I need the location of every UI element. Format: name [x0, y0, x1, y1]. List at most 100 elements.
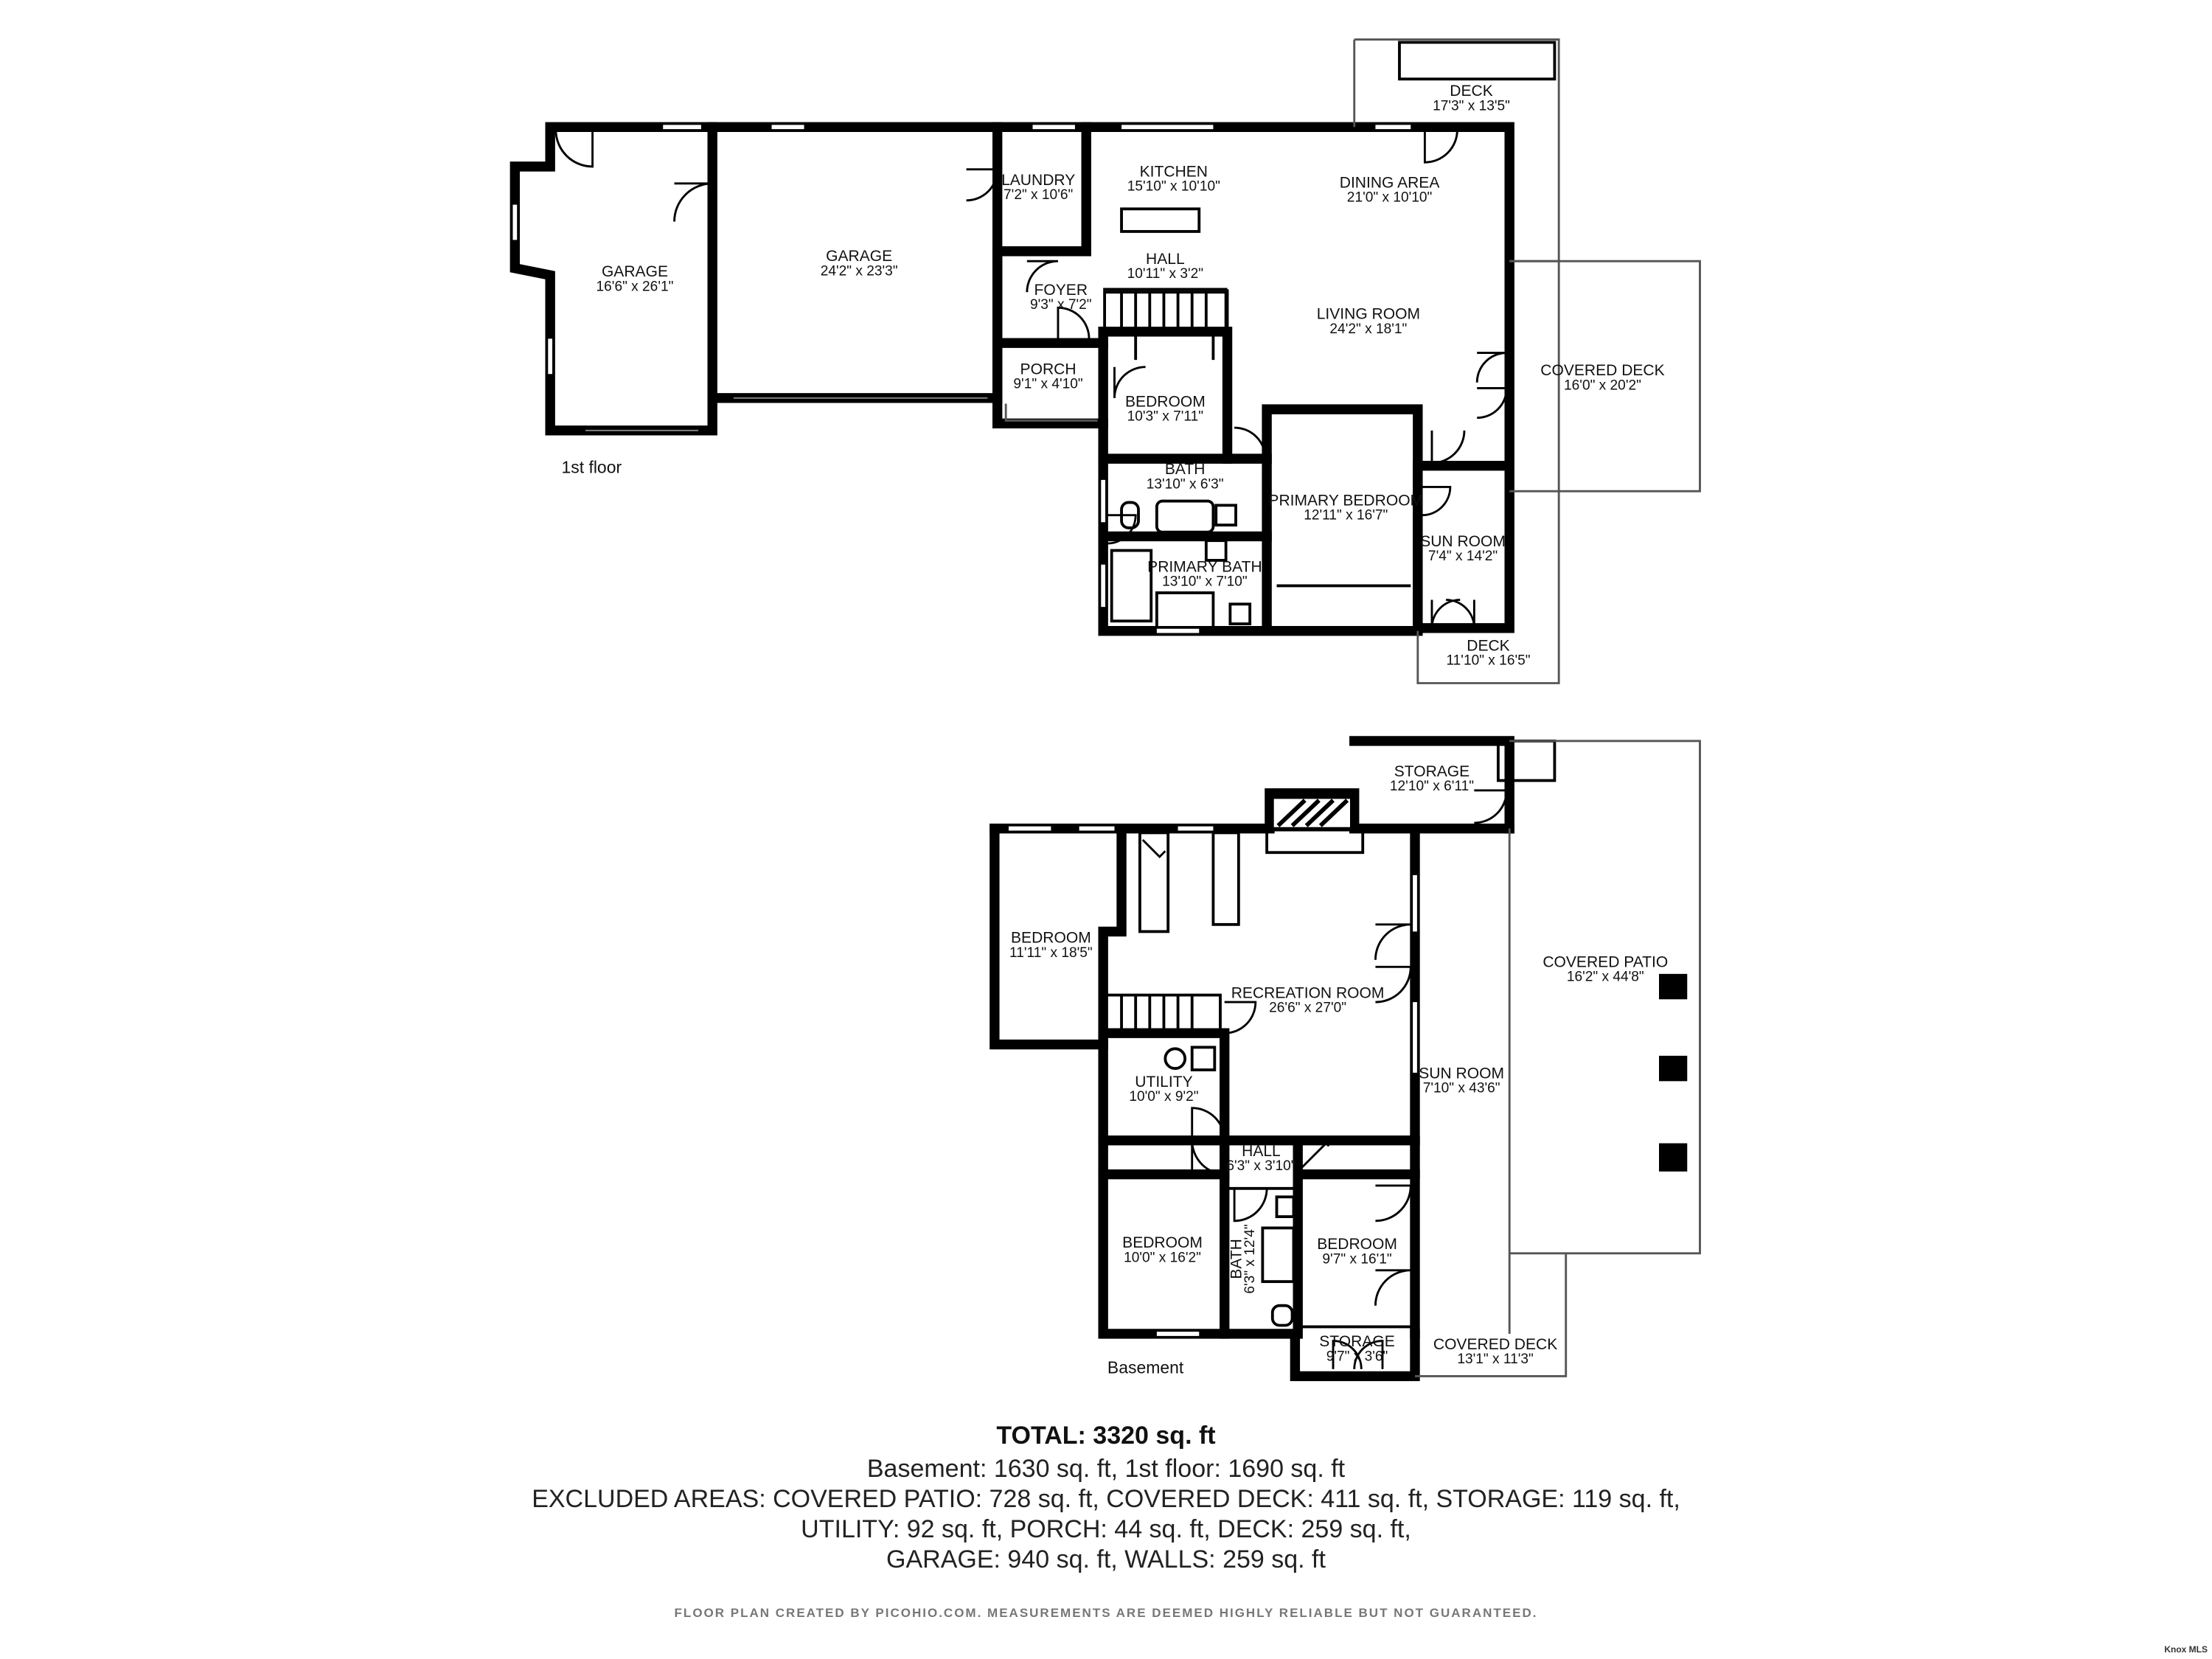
- svg-text:24'2" x 23'3": 24'2" x 23'3": [821, 263, 898, 279]
- summary-line-3: UTILITY: 92 sq. ft, PORCH: 44 sq. ft, DE…: [801, 1515, 1411, 1543]
- svg-text:12'11" x 16'7": 12'11" x 16'7": [1304, 507, 1388, 523]
- shower: [1261, 1226, 1295, 1284]
- watermark: Knox MLS: [2164, 1644, 2208, 1655]
- svg-text:13'1" x 11'3": 13'1" x 11'3": [1457, 1352, 1533, 1367]
- svg-text:BEDROOM: BEDROOM: [1317, 1236, 1397, 1253]
- svg-text:9'1" x 4'10": 9'1" x 4'10": [1013, 376, 1082, 392]
- svg-text:GARAGE: GARAGE: [602, 263, 668, 280]
- svg-text:COVERED DECK: COVERED DECK: [1540, 362, 1664, 379]
- first-floor-windows: [512, 125, 1411, 633]
- toilet: [1270, 1304, 1294, 1327]
- basement-windows: [1008, 826, 1417, 1336]
- svg-text:BEDROOM: BEDROOM: [1011, 930, 1091, 947]
- svg-text:GARAGE: GARAGE: [826, 248, 892, 265]
- svg-text:16'0" x 20'2": 16'0" x 20'2": [1564, 378, 1641, 393]
- svg-text:13'10" x 7'10": 13'10" x 7'10": [1162, 574, 1248, 589]
- svg-text:26'6" x 27'0": 26'6" x 27'0": [1269, 1001, 1346, 1016]
- svg-text:16'6" x 26'1": 16'6" x 26'1": [597, 279, 674, 294]
- svg-text:10'11" x 3'2": 10'11" x 3'2": [1127, 266, 1203, 282]
- svg-text:6'3" x 3'10": 6'3" x 3'10": [1226, 1158, 1295, 1174]
- svg-text:9'7" x 16'1": 9'7" x 16'1": [1322, 1251, 1391, 1267]
- utility-appliance: [1190, 1046, 1217, 1071]
- svg-text:16'2" x 44'8": 16'2" x 44'8": [1567, 969, 1644, 984]
- floor-label-first: 1st floor: [561, 457, 622, 476]
- svg-text:PRIMARY BEDROOM: PRIMARY BEDROOM: [1268, 492, 1423, 509]
- svg-text:SUN ROOM: SUN ROOM: [1420, 533, 1506, 550]
- svg-text:DECK: DECK: [1450, 83, 1492, 100]
- patio-columns: [1659, 973, 1688, 1172]
- svg-text:DINING AREA: DINING AREA: [1340, 175, 1440, 192]
- svg-text:LAUNDRY: LAUNDRY: [1001, 172, 1075, 189]
- svg-text:17'3" x 13'5": 17'3" x 13'5": [1433, 98, 1510, 114]
- svg-text:6'3" x 12'4": 6'3" x 12'4": [1242, 1224, 1258, 1293]
- first-floor-doors: [554, 130, 1508, 628]
- svg-text:10'3" x 7'11": 10'3" x 7'11": [1127, 408, 1203, 424]
- svg-text:7'2" x 10'6": 7'2" x 10'6": [1004, 187, 1073, 203]
- summary-line-1: Basement: 1630 sq. ft, 1st floor: 1690 s…: [866, 1455, 1346, 1483]
- disclaimer: FLOOR PLAN CREATED BY PICOHIO.COM. MEASU…: [674, 1606, 1538, 1620]
- svg-text:UTILITY: UTILITY: [1135, 1074, 1192, 1091]
- svg-text:9'7" x 3'6": 9'7" x 3'6": [1326, 1349, 1388, 1364]
- svg-text:24'2" x 18'1": 24'2" x 18'1": [1329, 321, 1407, 337]
- svg-text:7'10" x 43'6": 7'10" x 43'6": [1423, 1081, 1500, 1096]
- svg-text:BATH: BATH: [1165, 461, 1206, 478]
- svg-text:FOYER: FOYER: [1034, 282, 1088, 299]
- svg-text:KITCHEN: KITCHEN: [1140, 163, 1208, 180]
- fireplace: [1265, 796, 1365, 855]
- bar-counter: [1211, 831, 1240, 926]
- svg-text:COVERED PATIO: COVERED PATIO: [1543, 953, 1668, 970]
- svg-text:7'4" x 14'2": 7'4" x 14'2": [1428, 549, 1498, 564]
- svg-text:10'0" x 16'2": 10'0" x 16'2": [1124, 1250, 1201, 1265]
- bath-fixtures: [1110, 499, 1252, 630]
- svg-text:COVERED DECK: COVERED DECK: [1433, 1336, 1557, 1353]
- sink: [1275, 1195, 1295, 1219]
- counter: [1138, 831, 1170, 933]
- svg-text:RECREATION ROOM: RECREATION ROOM: [1231, 984, 1385, 1001]
- svg-text:9'3" x 7'2": 9'3" x 7'2": [1030, 297, 1092, 313]
- svg-text:PRIMARY BATH: PRIMARY BATH: [1147, 558, 1262, 575]
- svg-text:BATH: BATH: [1228, 1239, 1245, 1279]
- svg-text:12'10" x 6'11": 12'10" x 6'11": [1390, 779, 1474, 794]
- summary-line-2: EXCLUDED AREAS: COVERED PATIO: 728 sq. f…: [532, 1485, 1680, 1513]
- svg-text:15'10" x 10'10": 15'10" x 10'10": [1127, 178, 1220, 194]
- svg-text:PORCH: PORCH: [1020, 361, 1077, 378]
- total-square-footage: TOTAL: 3320 sq. ft: [996, 1422, 1216, 1450]
- svg-text:11'10" x 16'5": 11'10" x 16'5": [1446, 653, 1530, 669]
- svg-text:SUN ROOM: SUN ROOM: [1419, 1065, 1504, 1082]
- svg-text:DECK: DECK: [1467, 637, 1509, 654]
- floor-label-basement: Basement: [1107, 1358, 1184, 1377]
- svg-text:HALL: HALL: [1146, 251, 1185, 268]
- svg-text:BEDROOM: BEDROOM: [1125, 393, 1206, 410]
- svg-text:STORAGE: STORAGE: [1319, 1333, 1395, 1350]
- water-heater: [1164, 1047, 1187, 1071]
- svg-text:BEDROOM: BEDROOM: [1122, 1234, 1203, 1251]
